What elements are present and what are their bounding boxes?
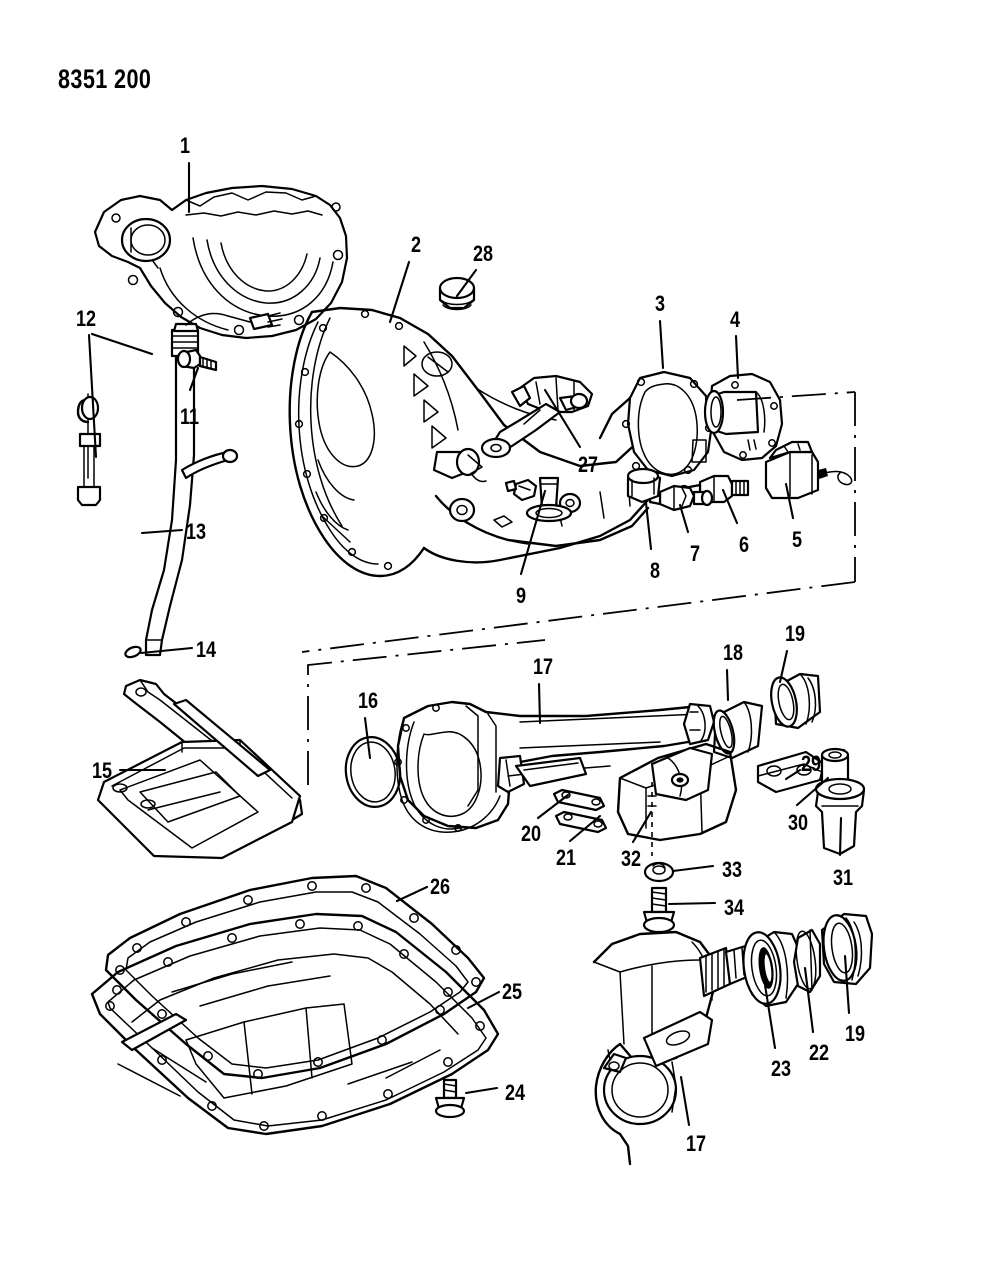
part-11-bolt [176,348,218,372]
callout-number-33: 33 [722,857,743,882]
callout-number-21: 21 [556,845,577,870]
part-19-oil-seal-lower [820,912,874,986]
part-17-extension-housing-rear [592,930,756,1166]
callout-number-34: 34 [724,895,745,920]
part-15-support-crossmember [96,678,304,860]
callout-number-29: 29 [801,751,822,776]
part-25-oil-pan [90,912,500,1136]
part-22-snap-ring [792,928,822,994]
part-4-flange-adapter [703,372,784,462]
part-17-extension-housing [394,700,716,833]
callout-number-20: 20 [521,821,542,846]
callout-number-25: 25 [502,979,523,1004]
callout-number-17: 17 [533,654,554,679]
callout-number-15: 15 [92,758,113,783]
callout-number-16: 16 [358,688,379,713]
callout-number-6: 6 [739,532,750,557]
callout-number-8: 8 [650,558,661,583]
callout-number-9: 9 [516,583,527,608]
callout-leader-lines [87,161,851,1127]
callout-number-5: 5 [792,527,803,552]
callout-number-2: 2 [411,232,422,257]
part-27-shift-lever [480,374,594,459]
callout-number-11: 11 [180,404,200,429]
part-13-filler-tube [144,312,283,657]
callout-number-22: 22 [809,1040,830,1065]
part-3-extension-gasket [621,370,714,478]
callout-number-27: 27 [578,452,599,477]
part-9-clip [504,478,538,502]
callout-number-18: 18 [723,640,744,665]
part-34-mount-bolt [642,886,676,934]
document-number: 8351 200 [58,64,152,94]
callout-number-4: 4 [730,307,741,332]
callout-number-30: 30 [788,810,809,835]
part-5-switch-with-lead [764,440,853,500]
part-24-pan-bolt [434,1078,466,1119]
callout-number-32: 32 [621,846,642,871]
part-14-o-ring [124,645,142,659]
callout-number-13: 13 [186,519,207,544]
callout-number-12: 12 [76,306,97,331]
callout-number-31: 31 [833,865,854,890]
part-33-mount-washer [643,861,675,883]
callout-number-23: 23 [771,1056,792,1081]
callout-number-26: 26 [430,874,451,899]
part-23-output-bearing [742,930,802,1008]
callout-number-19: 19 [845,1021,866,1046]
part-28-case-plug [438,276,476,311]
part-12-dipstick [76,393,102,507]
part-2-transmission-case [288,306,657,578]
callout-number-19: 19 [785,621,806,646]
callout-number-7: 7 [690,541,701,566]
callout-number-24: 24 [505,1080,526,1105]
part-19-oil-seal-upper [770,672,822,730]
callout-number-14: 14 [196,637,217,662]
callout-number-28: 28 [473,241,494,266]
part-7-cooler-fitting [648,484,714,512]
part-32-mount-bracket [616,742,738,856]
part-18-bushing [712,700,764,760]
part-1-bellhousing-cover [93,184,349,340]
part-26-pan-gasket [104,874,486,1080]
callout-number-17: 17 [686,1131,707,1156]
group-boundary-lines [301,391,856,785]
callout-number-1: 1 [180,133,191,158]
part-16-extension-gasket [344,736,402,808]
part-8-manual-lever [626,467,662,504]
callout-number-3: 3 [655,291,666,316]
part-21-link-strap [554,810,608,834]
part-29-mount-plate [756,750,826,794]
